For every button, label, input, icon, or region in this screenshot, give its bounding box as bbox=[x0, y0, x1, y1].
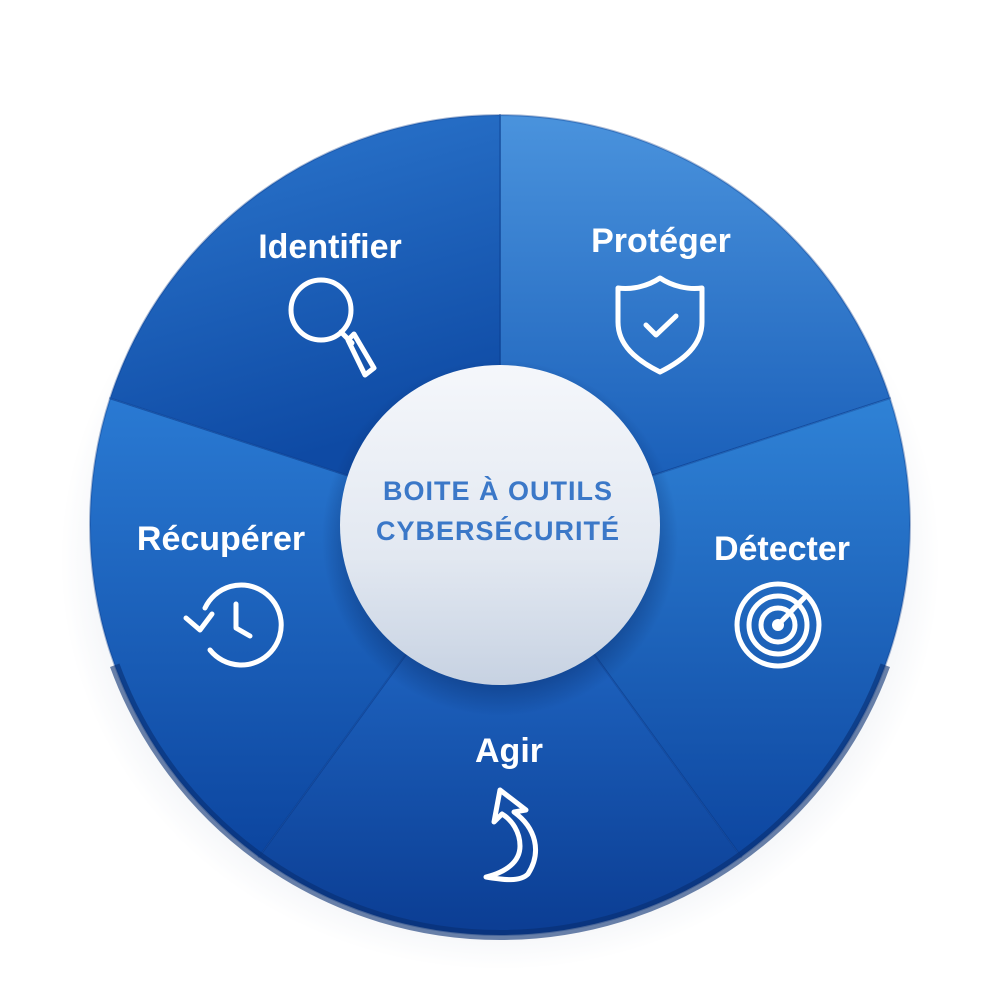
segment-label-proteger: Protéger bbox=[591, 222, 731, 260]
hub-title-line1: BOITE À OUTILS bbox=[383, 475, 613, 506]
curved-arrow-icon bbox=[483, 787, 538, 883]
segment-label-agir: Agir bbox=[475, 732, 543, 770]
segment-label-identifier: Identifier bbox=[258, 228, 402, 266]
magnifier-icon bbox=[288, 277, 377, 378]
radar-icon bbox=[734, 581, 822, 669]
segment-label-recuperer: Récupérer bbox=[137, 520, 305, 558]
hub-title-line2: CYBERSÉCURITÉ bbox=[376, 515, 620, 546]
hub-circle bbox=[340, 365, 660, 685]
wheel-rim bbox=[110, 663, 890, 940]
history-clock-icon bbox=[183, 582, 284, 668]
shield-check-icon bbox=[615, 275, 705, 375]
segment-label-detecter: Détecter bbox=[714, 530, 850, 568]
